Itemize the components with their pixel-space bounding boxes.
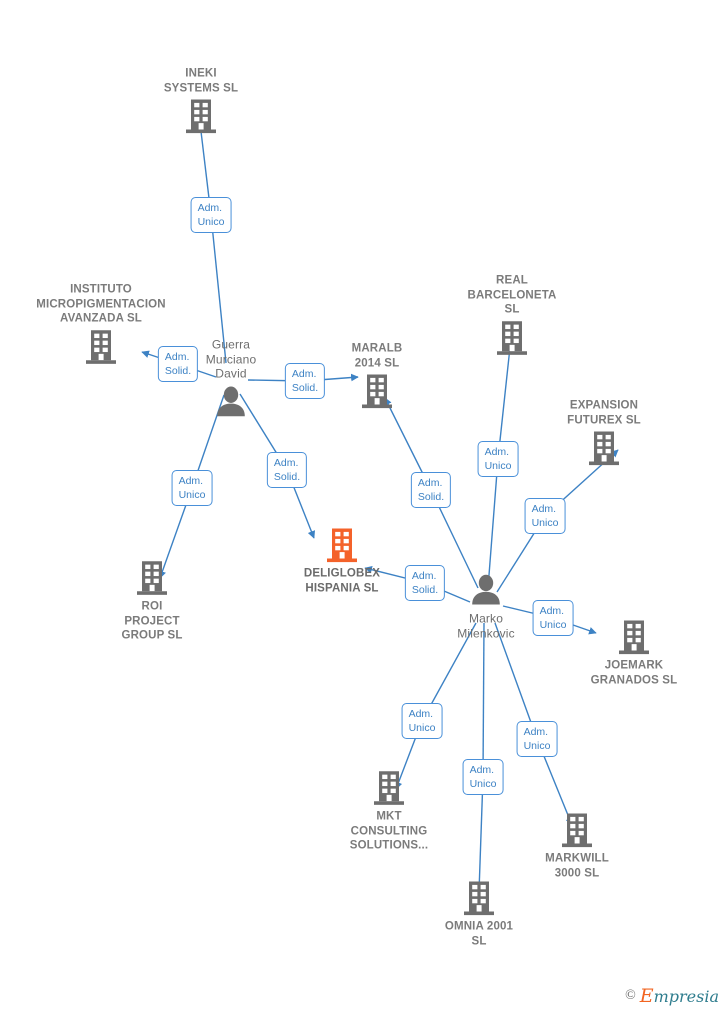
- edge-label-e2[interactable]: Adm. Solid.: [157, 346, 199, 382]
- graph-node-deliglobex[interactable]: DELIGLOBEX HISPANIA SL: [277, 527, 407, 596]
- graph-node-markwill[interactable]: MARKWILL 3000 SL: [512, 812, 642, 881]
- node-label-markwill: MARKWILL 3000 SL: [545, 852, 609, 880]
- brand-initial: E: [639, 985, 654, 1007]
- edge-label-e10[interactable]: Adm. Unico: [532, 600, 574, 636]
- building-icon: [184, 98, 218, 136]
- node-label-omnia: OMNIA 2001 SL: [444, 920, 514, 948]
- building-icon: [325, 527, 359, 565]
- building-icon: [360, 373, 394, 411]
- brand-name: mpresia: [653, 987, 719, 1006]
- edge-line-e12-tail: [482, 622, 485, 778]
- person-icon: [469, 572, 503, 610]
- node-label-instituto: INSTITUTO MICROPIGMENTACION AVANZADA SL: [36, 283, 166, 325]
- edge-line-e8-tail: [487, 458, 499, 589]
- node-label-expansion: EXPANSION FUTUREX SL: [567, 399, 641, 427]
- edge-label-e11[interactable]: Adm. Unico: [401, 703, 443, 739]
- building-icon: [84, 328, 118, 366]
- empresia-watermark: © Empresia: [625, 985, 719, 1007]
- building-icon: [135, 559, 169, 597]
- graph-node-omnia[interactable]: OMNIA 2001 SL: [414, 880, 544, 949]
- graph-node-marko[interactable]: Marko Milenkovic: [421, 572, 551, 641]
- graph-node-roi[interactable]: ROI PROJECT GROUP SL: [87, 559, 217, 643]
- person-icon: [214, 383, 248, 421]
- node-label-maralb: MARALB 2014 SL: [351, 342, 403, 370]
- edge-label-e8[interactable]: Adm. Unico: [477, 441, 519, 477]
- copyright-icon: ©: [625, 988, 636, 1003]
- building-icon: [560, 812, 594, 850]
- edge-label-e4[interactable]: Adm. Unico: [171, 470, 213, 506]
- node-label-roi: ROI PROJECT GROUP SL: [121, 600, 183, 642]
- graph-node-maralb[interactable]: MARALB 2014 SL: [312, 342, 442, 411]
- edge-label-e3[interactable]: Adm. Solid.: [284, 363, 326, 399]
- node-label-mkt: MKT CONSULTING SOLUTIONS...: [349, 810, 429, 852]
- building-icon: [587, 430, 621, 468]
- building-icon: [372, 769, 406, 807]
- node-label-marko: Marko Milenkovic: [457, 611, 515, 641]
- edge-label-e6[interactable]: Adm. Solid.: [404, 565, 446, 601]
- node-label-joemark: JOEMARK GRANADOS SL: [590, 659, 678, 687]
- edge-label-e7[interactable]: Adm. Solid.: [410, 472, 452, 508]
- graph-node-ineki[interactable]: INEKI SYSTEMS SL: [136, 67, 266, 136]
- building-icon: [462, 880, 496, 918]
- graph-node-mkt[interactable]: MKT CONSULTING SOLUTIONS...: [324, 769, 454, 853]
- node-label-deliglobex: DELIGLOBEX HISPANIA SL: [303, 567, 381, 595]
- graph-node-joemark[interactable]: JOEMARK GRANADOS SL: [569, 619, 699, 688]
- graph-node-expansion[interactable]: EXPANSION FUTUREX SL: [539, 399, 669, 468]
- edge-label-e5[interactable]: Adm. Solid.: [266, 452, 308, 488]
- building-icon: [495, 319, 529, 357]
- node-label-ineki: INEKI SYSTEMS SL: [163, 67, 239, 95]
- node-label-guerra: Guerra Murciano David: [205, 337, 257, 381]
- graph-node-guerra[interactable]: Guerra Murciano David: [166, 337, 296, 421]
- edge-label-e1[interactable]: Adm. Unico: [190, 197, 232, 233]
- edge-label-e9[interactable]: Adm. Unico: [524, 498, 566, 534]
- graph-node-instituto[interactable]: INSTITUTO MICROPIGMENTACION AVANZADA SL: [36, 282, 166, 366]
- edge-label-e12[interactable]: Adm. Unico: [462, 759, 504, 795]
- edge-label-e13[interactable]: Adm. Unico: [516, 721, 558, 757]
- node-label-realbarceloneta: REAL BARCELONETA SL: [467, 274, 557, 316]
- building-icon: [617, 619, 651, 657]
- graph-node-realbarceloneta[interactable]: REAL BARCELONETA SL: [447, 273, 577, 357]
